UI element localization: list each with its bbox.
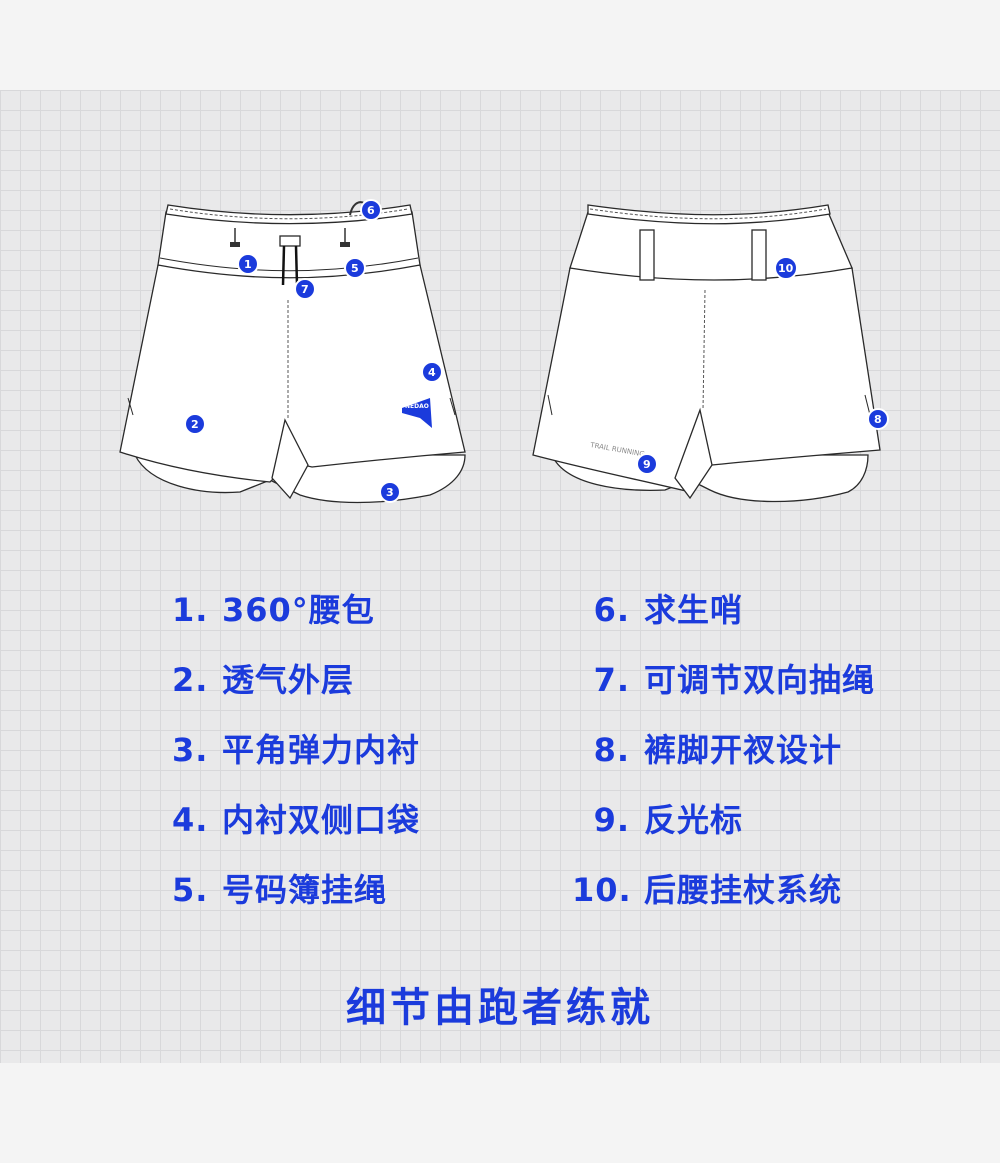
svg-text:10: 10: [778, 262, 794, 275]
svg-text:2: 2: [191, 418, 199, 431]
svg-text:7: 7: [301, 283, 309, 296]
back-center-slit: [674, 407, 713, 500]
front-view: NEDAO: [119, 201, 466, 504]
back-top-trim: [587, 204, 831, 225]
slogan: 细节由跑者练就: [346, 985, 654, 1031]
legend-item-6: 6.求生哨: [593, 591, 744, 629]
badge-6: 6: [360, 199, 382, 221]
badge-3: 3: [379, 481, 401, 503]
pole-loop-left: [639, 229, 655, 281]
legend-item-1: 1.360°腰包: [172, 591, 375, 629]
svg-text:3: 3: [386, 486, 394, 499]
svg-text:5: 5: [351, 262, 359, 275]
badge-10: 10: [774, 256, 798, 280]
badge-7: 7: [294, 278, 316, 300]
back-view: TRAIL RUNNING: [532, 204, 881, 503]
shorts-diagram: NEDAO TRAIL RUNNING 1 2 3 4 5 6 7 8 9 10: [119, 199, 889, 504]
svg-text:4: 4: [428, 366, 436, 379]
pole-loop-right: [751, 229, 767, 281]
badge-2: 2: [184, 413, 206, 435]
badge-4: 4: [421, 361, 443, 383]
badge-1: 1: [237, 253, 259, 275]
legend-item-8: 8.裤脚开衩设计: [593, 731, 843, 769]
svg-text:9: 9: [643, 458, 651, 471]
svg-text:6: 6: [367, 204, 375, 217]
legend-item-5: 5.号码簿挂绳: [172, 871, 388, 909]
nedao-logo: NEDAO: [402, 398, 432, 428]
front-top-trim: [165, 204, 413, 225]
svg-text:NEDAO: NEDAO: [405, 403, 429, 410]
legend-item-2: 2.透气外层: [172, 661, 355, 699]
svg-text:8: 8: [874, 413, 882, 426]
legend-item-4: 4.内衬双侧口袋: [172, 801, 421, 839]
badge-5: 5: [344, 257, 366, 279]
svg-text:1: 1: [244, 258, 252, 271]
legend-item-10: 10.后腰挂杖系统: [572, 871, 843, 909]
badge-8: 8: [867, 408, 889, 430]
badge-9: 9: [636, 453, 658, 475]
legend-item-7: 7.可调节双向抽绳: [593, 661, 876, 699]
front-center-slit: [271, 418, 309, 500]
legend-item-9: 9.反光标: [593, 801, 744, 839]
legend-item-3: 3.平角弹力内衬: [172, 731, 421, 769]
